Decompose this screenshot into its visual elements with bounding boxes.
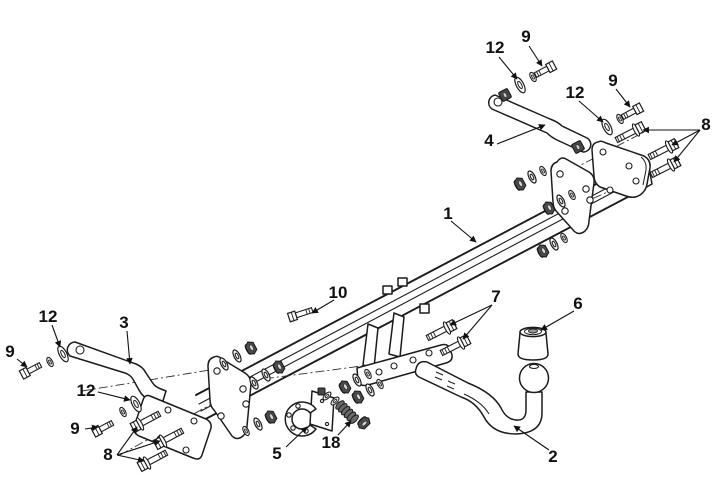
label-4: 4 — [484, 124, 546, 150]
bolt-7 — [423, 317, 459, 345]
label-9-a-text: 9 — [521, 27, 530, 46]
label-3: 3 — [119, 313, 133, 365]
towball-neck-part2 — [414, 360, 550, 435]
washer — [117, 405, 129, 419]
label-8-l: 8 — [103, 426, 161, 464]
label-3-text: 3 — [119, 313, 128, 332]
label-2: 2 — [513, 425, 558, 466]
bolt-8 — [135, 446, 171, 474]
label-8-r-leader — [671, 129, 701, 146]
label-12-c-leader — [51, 324, 62, 348]
label-18-leader — [337, 420, 352, 436]
right-side-plate — [591, 140, 651, 199]
label-8-l-leader — [116, 454, 145, 463]
bolt-10-group — [286, 305, 315, 323]
label-8-l-leader — [116, 426, 138, 456]
label-1: 1 — [443, 204, 477, 243]
label-9-b: 9 — [608, 71, 631, 108]
label-4-leader — [496, 124, 546, 145]
label-9-c-leader — [16, 358, 28, 368]
washer — [44, 355, 56, 369]
label-12-c-text: 12 — [39, 307, 58, 326]
label-12-b-leader — [578, 100, 604, 123]
label-12-b: 12 — [566, 83, 604, 123]
ball-mount-bracket — [356, 312, 453, 387]
label-12-c: 12 — [39, 307, 62, 348]
label-9-c: 9 — [5, 342, 28, 368]
label-9-d-text: 9 — [70, 419, 79, 438]
label-12-d-leader — [97, 391, 131, 402]
label-2-text: 2 — [548, 447, 557, 466]
label-18: 18 — [322, 420, 352, 452]
left-arm-foot-plate — [133, 394, 212, 460]
bolt-9 — [532, 60, 558, 80]
label-7-leader — [462, 304, 493, 340]
washer-12 — [512, 75, 528, 95]
label-12-a: 12 — [486, 38, 518, 80]
label-1-leader — [450, 220, 477, 243]
plate-tab-nut — [317, 387, 326, 396]
label-9-b-leader — [615, 88, 631, 108]
beam-bottom-tab — [419, 303, 430, 314]
label-8-l-leader — [116, 439, 161, 456]
label-12-b-text: 12 — [566, 83, 585, 102]
label-3-leader — [126, 330, 133, 365]
label-1-text: 1 — [443, 204, 452, 223]
label-10-leader — [311, 299, 335, 314]
label-9-b-text: 9 — [608, 71, 617, 90]
left-gusset-plate — [207, 355, 252, 440]
beam-top-tab — [397, 277, 408, 287]
label-8-l-text: 8 — [103, 445, 112, 464]
label-9-d-leader — [84, 424, 99, 432]
label-8-r: 8 — [642, 115, 711, 163]
beam-top-tab — [382, 285, 393, 295]
label-8-r-leader — [673, 129, 701, 163]
label-18-text: 18 — [322, 433, 341, 452]
label-6: 6 — [540, 294, 583, 331]
tow-ball — [518, 362, 550, 394]
socket-plate-part5 — [284, 387, 335, 437]
ball-cap-part6 — [517, 326, 549, 361]
label-12-d: 12 — [77, 381, 131, 402]
label-12-a-leader — [498, 56, 518, 80]
label-12-d-text: 12 — [77, 381, 96, 400]
label-6-leader — [540, 310, 575, 331]
label-7-text: 7 — [491, 287, 500, 306]
right-arm-part4 — [488, 87, 592, 155]
label-7: 7 — [449, 287, 501, 340]
bolt-9 — [619, 102, 645, 122]
label-6-text: 6 — [573, 294, 582, 313]
label-10: 10 — [311, 283, 348, 314]
label-8-r-text: 8 — [701, 115, 710, 134]
label-10-text: 10 — [329, 283, 348, 302]
label-7-leader — [449, 304, 493, 326]
bolt-8 — [612, 119, 648, 147]
part-labels: 12 9 12 9 8 4 1 10 7 6 2 3 12 9 12 9 8 5 18 — [5, 27, 710, 466]
label-9-c-text: 9 — [5, 342, 14, 361]
label-5-leader — [285, 426, 308, 448]
label-9-a: 9 — [521, 27, 543, 67]
label-5-text: 5 — [272, 444, 281, 463]
label-2-leader — [513, 425, 550, 451]
bolt-10 — [286, 305, 315, 323]
label-12-a-text: 12 — [486, 38, 505, 57]
label-5: 5 — [272, 426, 308, 463]
label-4-text: 4 — [484, 131, 494, 150]
label-9-a-leader — [528, 45, 543, 67]
label-9-d: 9 — [70, 419, 99, 438]
